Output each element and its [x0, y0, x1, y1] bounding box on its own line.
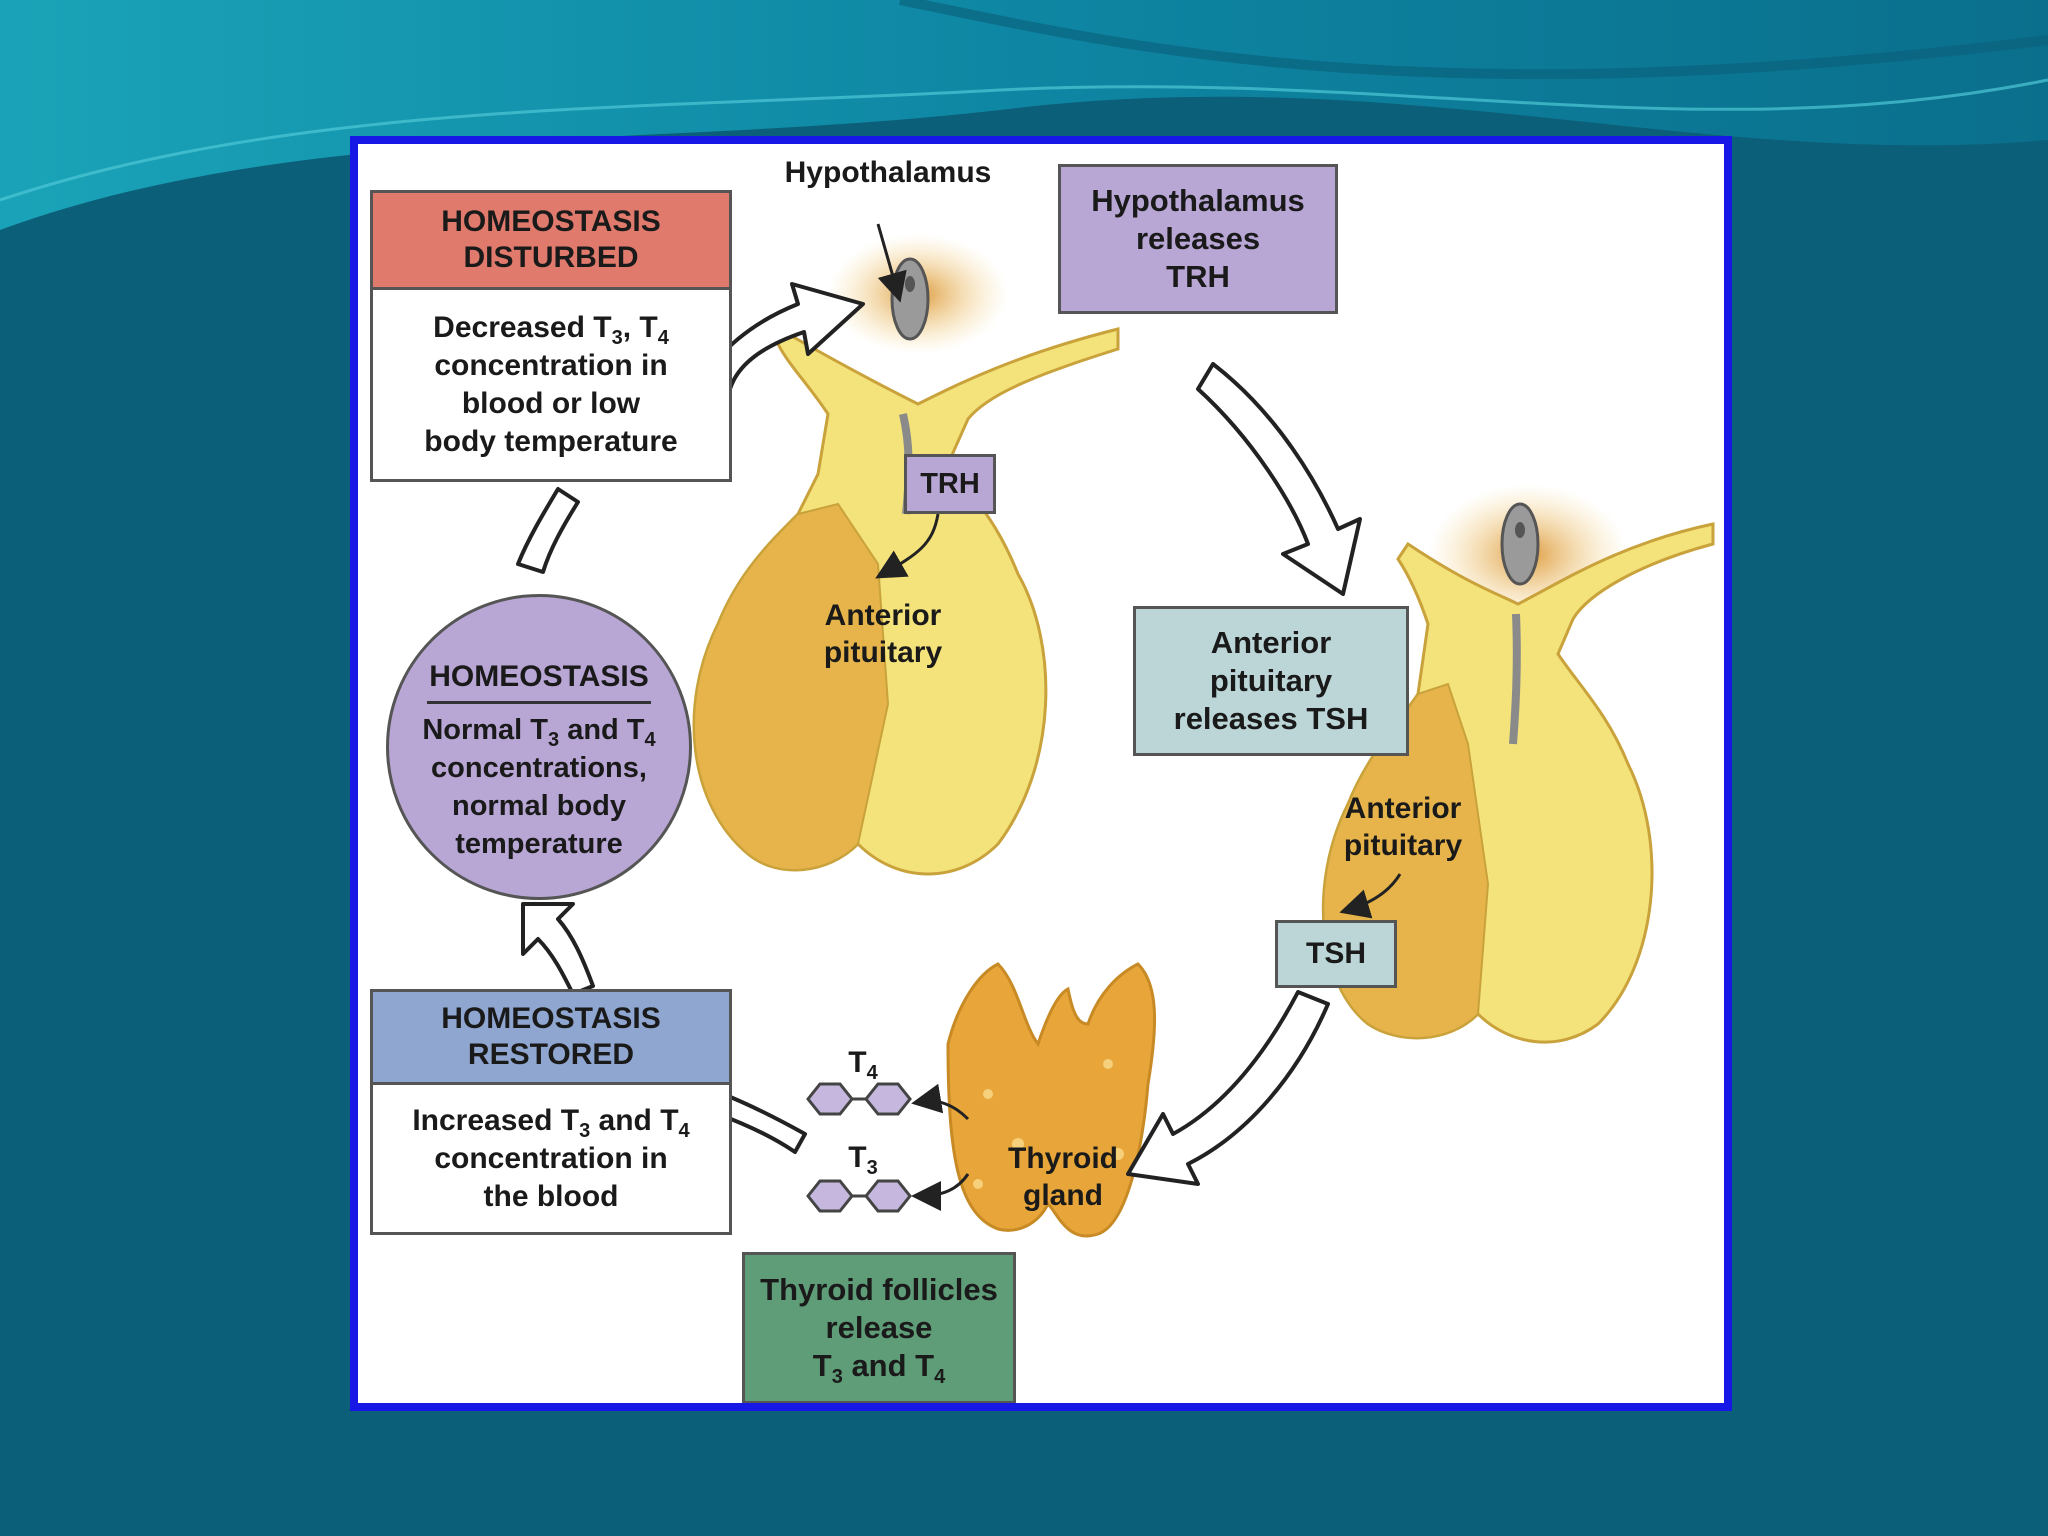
t4-label: T4 — [848, 1046, 878, 1084]
diagram-panel: Hypothalamus Hypothalamus releases TRH T… — [350, 136, 1732, 1411]
cycle-arrow-to-disturbed — [516, 487, 580, 574]
thyroid-gland-label: Thyroid gland — [1008, 1142, 1118, 1212]
tsh-tag: TSH — [1275, 920, 1397, 988]
t3-molecule — [806, 1179, 912, 1213]
cycle-arrow-to-thyroid — [1126, 990, 1330, 1186]
cycle-arrow-to-homeostasis — [521, 902, 595, 996]
homeostasis-restored-body: Increased T3 and T4 concentration in the… — [370, 1085, 732, 1235]
homeostasis-disturbed-header: HOMEOSTASIS DISTURBED — [370, 190, 732, 290]
homeostasis-restored-header: HOMEOSTASIS RESTORED — [370, 989, 732, 1085]
diagram-artwork — [516, 223, 1715, 1238]
anterior-pituitary-top-label: Anterior pituitary — [823, 599, 943, 669]
t3-label: T3 — [848, 1141, 878, 1179]
homeostasis-body: Normal T3 and T4 concentrations, normal … — [422, 714, 656, 860]
thyroid-follicles-release-box: Thyroid follicles release T3 and T4 — [742, 1252, 1016, 1403]
hypothalamus-label: Hypothalamus — [784, 156, 992, 189]
homeostasis-circle: HOMEOSTASIS Normal T3 and T4 concentrati… — [386, 594, 692, 900]
background-waves — [0, 0, 2048, 230]
cycle-arrow-to-pituitary — [1196, 362, 1362, 596]
anterior-pituitary-right-label: Anterior pituitary — [1343, 792, 1463, 862]
thyroid-gland-illustration — [946, 962, 1157, 1238]
homeostasis-disturbed-body: Decreased T3, T4 concentration in blood … — [370, 290, 732, 482]
pituitary-releases-tsh-box: Anterior pituitary releases TSH — [1133, 606, 1409, 756]
trh-tag: TRH — [904, 454, 996, 514]
hypothalamus-releases-trh-box: Hypothalamus releases TRH — [1058, 164, 1338, 314]
homeostasis-divider — [427, 701, 651, 704]
homeostasis-title: HOMEOSTASIS — [429, 660, 649, 693]
pituitary-top-illustration — [692, 234, 1120, 876]
t4-molecule — [806, 1082, 912, 1116]
